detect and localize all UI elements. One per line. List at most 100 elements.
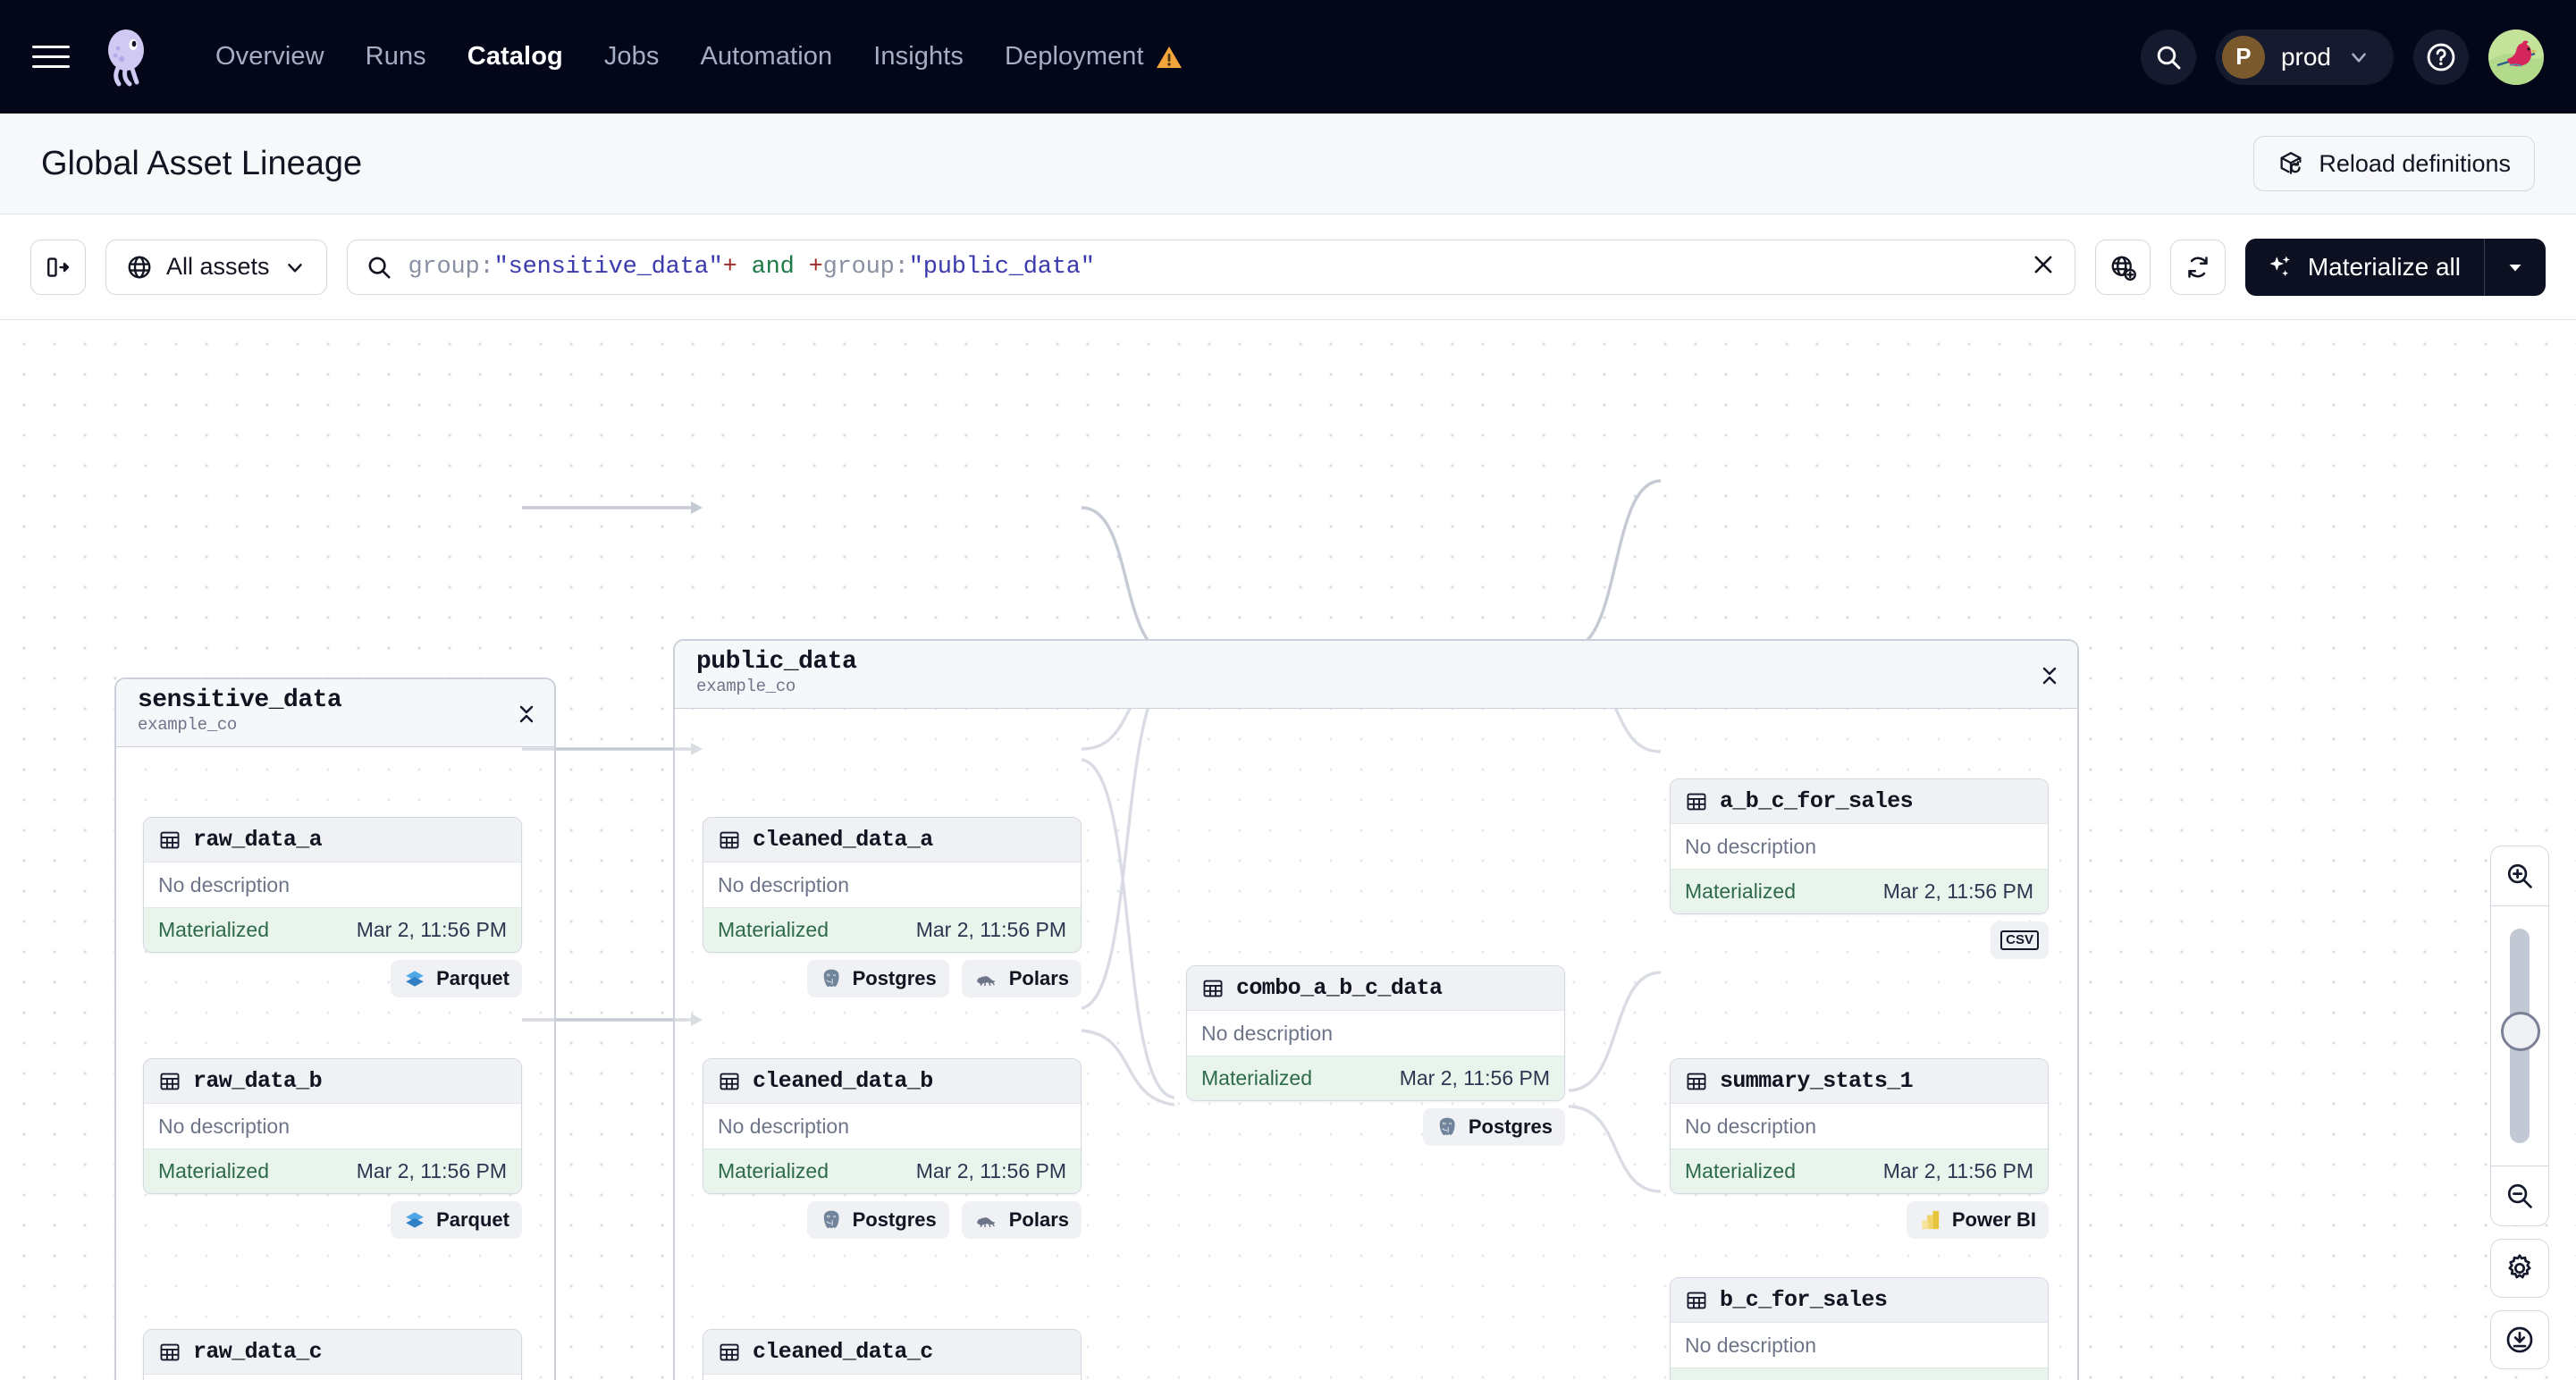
table-icon xyxy=(1685,1289,1708,1312)
help-icon[interactable] xyxy=(2413,29,2469,85)
kind-tag-label: Polars xyxy=(1008,1208,1069,1231)
asset-node-header: summary_stats_1 xyxy=(1671,1059,2048,1104)
zoom-in-icon[interactable] xyxy=(2491,846,2548,905)
nav-label: Deployment xyxy=(1004,42,1144,71)
nav-item-insights[interactable]: Insights xyxy=(853,42,984,72)
status-badge: Materialized xyxy=(158,918,269,941)
materialize-all-label: Materialize all xyxy=(2307,252,2461,281)
kind-tag-power-bi[interactable]: Power BI xyxy=(1906,1201,2049,1239)
nav-label: Catalog xyxy=(467,42,563,71)
kind-tag-postgres[interactable]: Postgres xyxy=(806,960,949,997)
nav-item-catalog[interactable]: Catalog xyxy=(447,42,584,72)
kind-tag-postgres[interactable]: Postgres xyxy=(1422,1108,1565,1146)
search-input[interactable]: group:"sensitive_data"+ and +group:"publ… xyxy=(346,239,2075,295)
materialization-timestamp: Mar 2, 11:56 PM xyxy=(915,1159,1066,1182)
globe-plus-icon[interactable] xyxy=(2094,239,2151,295)
postgres-icon xyxy=(820,1208,843,1232)
kind-tag-csv[interactable]: CSV xyxy=(1991,921,2049,959)
kind-tag-label: Postgres xyxy=(852,1208,937,1231)
nav-item-jobs[interactable]: Jobs xyxy=(584,42,680,72)
powerbi-icon xyxy=(1919,1208,1942,1232)
zoom-slider[interactable] xyxy=(2491,906,2548,1165)
deployment-switcher[interactable]: P prod xyxy=(2215,29,2394,85)
zoom-out-icon[interactable] xyxy=(2491,1166,2548,1225)
materialize-dropdown-caret[interactable] xyxy=(2485,257,2546,278)
asset-node-raw_data_c[interactable]: raw_data_cNo descriptionMaterializedMar … xyxy=(143,1329,522,1380)
collapse-group-icon[interactable] xyxy=(515,703,538,726)
download-icon[interactable] xyxy=(2490,1310,2549,1369)
asset-group-name: sensitive_data xyxy=(138,686,342,714)
deployment-initial: P xyxy=(2221,35,2265,79)
nav-label: Overview xyxy=(215,42,324,71)
kind-tag-label: Parquet xyxy=(436,1208,509,1231)
collapse-group-icon[interactable] xyxy=(2038,664,2061,687)
postgres-icon xyxy=(1435,1115,1459,1139)
materialization-timestamp: Mar 2, 11:56 PM xyxy=(1399,1066,1550,1090)
asset-node-description: No description xyxy=(1685,834,1817,858)
asset-node-title: cleaned_data_b xyxy=(753,1068,933,1094)
nav-label: Runs xyxy=(365,42,426,71)
asset-node-header: cleaned_data_c xyxy=(703,1330,1081,1375)
gear-icon[interactable] xyxy=(2490,1239,2549,1298)
globe-icon xyxy=(126,254,153,281)
hamburger-menu-icon[interactable] xyxy=(32,43,70,72)
asset-kind-tags: Power BI xyxy=(1670,1201,2049,1239)
panel-toggle-icon[interactable] xyxy=(30,239,86,295)
materialize-all-main[interactable]: Materialize all xyxy=(2245,253,2484,282)
warning-triangle-icon xyxy=(1156,45,1183,70)
nav-item-deployment[interactable]: Deployment xyxy=(984,42,1203,72)
asset-node-header: cleaned_data_a xyxy=(703,818,1081,862)
assets-filter-label: All assets xyxy=(166,253,270,280)
nav-item-automation[interactable]: Automation xyxy=(680,42,854,72)
page-title: Global Asset Lineage xyxy=(41,144,363,182)
main-nav-links: Overview Runs Catalog Jobs Automation In… xyxy=(195,42,1203,72)
asset-node-cleaned_data_c[interactable]: cleaned_data_cNo descriptionMaterialized… xyxy=(703,1329,1082,1380)
assets-filter-button[interactable]: All assets xyxy=(105,239,327,295)
polars-icon xyxy=(974,1209,999,1231)
kind-tag-label: Polars xyxy=(1008,967,1069,989)
zoom-slider-group xyxy=(2490,846,2549,1226)
kind-tag-parquet[interactable]: Parquet xyxy=(391,960,522,997)
avatar[interactable] xyxy=(2488,29,2544,85)
table-icon xyxy=(718,1070,741,1093)
materialize-all-button[interactable]: Materialize all xyxy=(2244,238,2546,296)
query-token-plus: + xyxy=(808,253,823,281)
asset-node-header: a_b_c_for_sales xyxy=(1671,779,2048,824)
zoom-slider-thumb[interactable] xyxy=(2501,1012,2540,1051)
reload-definitions-icon xyxy=(2277,150,2304,177)
asset-node-title: raw_data_a xyxy=(193,827,323,853)
status-badge: Materialized xyxy=(1201,1066,1312,1090)
close-icon[interactable] xyxy=(2016,251,2057,282)
kind-tag-polars[interactable]: Polars xyxy=(961,960,1082,997)
asset-node-status-row: Materialized Mar 2, 11:56 PM xyxy=(1187,1056,1564,1100)
search-icon[interactable] xyxy=(2140,29,2196,85)
nav-item-overview[interactable]: Overview xyxy=(195,42,345,72)
refresh-icon[interactable] xyxy=(2169,239,2226,295)
kind-tag-parquet[interactable]: Parquet xyxy=(391,1201,522,1239)
status-badge: Materialized xyxy=(1685,1159,1796,1182)
materialization-timestamp: Mar 2, 11:56 PM xyxy=(1882,879,2033,903)
kind-tag-postgres[interactable]: Postgres xyxy=(806,1201,949,1239)
kind-tag-polars[interactable]: Polars xyxy=(961,1201,1082,1239)
nav-item-runs[interactable]: Runs xyxy=(345,42,447,72)
dagster-logo[interactable] xyxy=(93,22,163,92)
parquet-icon xyxy=(403,1208,426,1232)
asset-node-description: No description xyxy=(144,1375,521,1380)
reload-definitions-button[interactable]: Reload definitions xyxy=(2253,136,2535,191)
search-icon xyxy=(366,254,392,281)
